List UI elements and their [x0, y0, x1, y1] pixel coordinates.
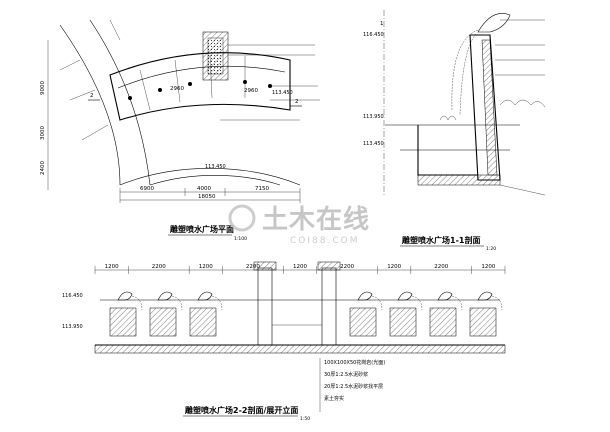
section22-panel: [389, 307, 417, 337]
watermark-text: 土木在线: [262, 205, 370, 235]
section11-mark: 1: [380, 21, 384, 27]
section22-legend-item: 20厚1:2.5水泥砂浆找平层: [324, 383, 383, 390]
section22-dim-group: 1200 2200 1200 2200 1200 2200 1200 2200 1200: [94, 264, 506, 274]
plan-outer-arc-left: [59, 24, 121, 186]
watermark-logo-icon: [228, 204, 256, 232]
plan-pool-outline: [109, 52, 291, 121]
watermark: 土木在线 COI88.COM: [228, 204, 370, 246]
section11-water-jet: [459, 33, 477, 116]
section22-legend-item: 30厚1:2.5水泥砂浆: [324, 371, 368, 378]
plan-view: 2 2 113.450 113.450 2960 2960 9000 3000 …: [40, 19, 320, 242]
section22-sculpture-head: [437, 291, 453, 301]
section22-legend: 100X100X50花岗岩(光面) 30厚1:2.5水泥砂浆 20厚1:2.5水…: [319, 358, 385, 412]
plan-pool-segment: [139, 69, 151, 111]
section22-dim-label: 2200: [152, 264, 166, 270]
section22-column-left: [257, 267, 273, 346]
section22-panel: [429, 307, 457, 337]
section22-sculpture-head: [197, 291, 213, 301]
section22-sculpture-head: [157, 291, 173, 301]
section22-panels: [109, 291, 503, 337]
section22-foundation: [94, 344, 506, 354]
section22-legend-item: 素土夯实: [324, 395, 344, 402]
plan-inner-arc-left: [89, 19, 151, 186]
plan-dim-top: 2960: [170, 86, 184, 92]
section11-leader: [499, 184, 546, 196]
plan-radial-line: [109, 19, 121, 41]
section11-scale: 1:20: [486, 246, 496, 252]
section22-water-jet: [171, 295, 183, 311]
plan-radial-line: [69, 89, 96, 101]
section22-panel: [149, 307, 177, 337]
section22-dim-label: 2200: [246, 264, 260, 270]
section11-elevation: 113.950: [363, 114, 384, 120]
section11-title: 雕塑喷水广场1-1剖面: [402, 235, 480, 245]
section11-water-jet: [451, 29, 479, 111]
section22-panel: [349, 307, 377, 337]
section22-water-jet: [491, 295, 503, 311]
plan-jet-nozzle: [158, 88, 162, 92]
section22-dim-label: 2200: [340, 264, 354, 270]
section11-elevation: 113.450: [363, 141, 384, 147]
section-2-2: 1200 2200 1200 2200 1200 2200 1200 2200 1200 116…: [62, 261, 506, 422]
plan-elevation: 113.450: [272, 90, 293, 96]
section22-legend-item: 100X100X50花岗岩(光面): [324, 359, 385, 366]
plan-dim-left: 3000: [40, 126, 46, 140]
plan-arc-bottom-inner: [149, 174, 281, 186]
section22-column-cap: [317, 261, 341, 271]
plan-scale: 1:100: [234, 236, 247, 242]
plan-dim-left: 9000: [40, 81, 46, 95]
section22-elevation: 116.450: [62, 293, 83, 299]
section22-sculpture-head: [397, 291, 413, 301]
plan-pool-segment: [174, 59, 181, 103]
plan-sculpture-core: [207, 37, 224, 75]
plan-dim-bottom: 4000: [197, 186, 211, 192]
section11-elevation: 116.450: [363, 32, 384, 38]
plan-jet-nozzle: [128, 96, 132, 100]
section22-column-cap: [253, 261, 277, 271]
section22-dim-label: 1200: [105, 264, 119, 270]
plan-jet-nozzle: [243, 80, 247, 84]
section22-panel: [189, 307, 217, 337]
plan-jet-nozzle: [188, 82, 192, 86]
plan-radial-line: [81, 124, 109, 141]
section-1-1: 1 116.450 113.950 113.450 雕塑喷水广场1-1剖面 1:…: [363, 10, 546, 252]
plan-dim-left: 2400: [40, 161, 46, 175]
section22-panel: [109, 307, 137, 337]
section11-shrubs: [499, 99, 546, 108]
section11-foundation: [417, 174, 501, 186]
plan-radial-line: [59, 59, 81, 71]
section22-water-jet: [131, 295, 143, 311]
plan-dim-total: 18050: [198, 194, 216, 200]
section22-title: 雕塑喷水广场2-2剖面/展开立面: [185, 405, 298, 415]
section22-water-jet: [211, 295, 223, 311]
plan-section-mark-right: 2: [295, 99, 299, 105]
section11-sculpture-head: [477, 13, 511, 33]
section22-column-right: [321, 267, 337, 346]
plan-title: 雕塑喷水广场平面: [170, 224, 234, 234]
plan-section-mark-left: 2: [90, 93, 94, 99]
plan-dim-bottom: 7150: [255, 186, 269, 192]
section22-dim-label: 1200: [481, 264, 495, 270]
section22-water-jet: [451, 295, 463, 311]
section22-elevation: 113.950: [62, 324, 83, 330]
section11-shrubs: [439, 115, 457, 121]
plan-pool-edge: [117, 65, 286, 89]
section22-dim-label: 1200: [199, 264, 213, 270]
plan-arc-bottom-outer: [119, 168, 301, 186]
section22-dim-label: 2200: [434, 264, 448, 270]
section22-sculpture-head: [357, 291, 373, 301]
section22-panel: [469, 307, 497, 337]
plan-dim-top: 2960: [244, 88, 258, 94]
section22-sculpture-head: [477, 291, 493, 301]
section22-sculpture-head: [117, 291, 133, 301]
section22-dim-label: 1200: [293, 264, 307, 270]
section22-scale: 1:50: [300, 416, 310, 422]
plan-elevation: 113.450: [205, 164, 226, 170]
section22-water-jet: [371, 295, 383, 311]
watermark-sub: COI88.COM: [290, 236, 359, 246]
section22-water-jet: [411, 295, 423, 311]
section22-dim-label: 1200: [387, 264, 401, 270]
plan-dim-bottom: 6900: [140, 186, 154, 192]
